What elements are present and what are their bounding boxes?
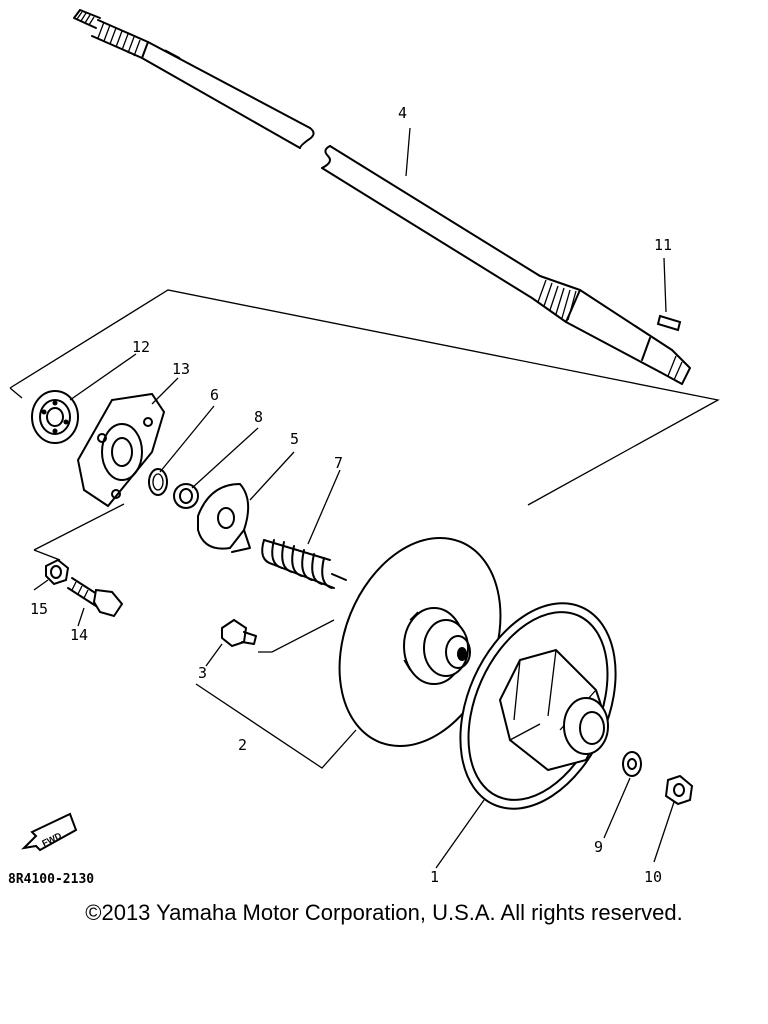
group-bracket-part-2	[195, 619, 357, 769]
callout-part-1: 1	[430, 868, 440, 886]
callout-part-10: 10	[644, 868, 663, 886]
exploded-parts-diagram: FWD	[9, 9, 720, 869]
bearing-part-12	[31, 390, 79, 444]
key-part-11	[656, 314, 682, 332]
callout-part-9: 9	[594, 838, 604, 856]
plate-part-13	[76, 392, 166, 508]
callout-part-5: 5	[290, 430, 300, 448]
callout-part-14: 14	[70, 626, 89, 644]
callout-part-4: 4	[398, 104, 408, 122]
callout-part-6: 6	[210, 386, 220, 404]
bushing-part-8	[173, 483, 199, 509]
callout-part-7: 7	[334, 454, 344, 472]
sheave-part-1	[459, 602, 617, 810]
catalog-code: 8R4100-2130	[8, 872, 95, 887]
callout-part-2: 2	[238, 736, 248, 754]
leader-lines	[33, 127, 675, 869]
copyright-notice: ©2013 Yamaha Motor Corporation, U.S.A. A…	[85, 900, 683, 925]
callout-part-13: 13	[172, 360, 191, 378]
fwd-arrow-icon: FWD	[21, 812, 78, 852]
cam-part-5	[197, 482, 251, 553]
nut-part-10	[664, 774, 694, 806]
ring-part-6	[148, 468, 168, 496]
assembly-bracket-line	[9, 289, 720, 506]
callout-part-8: 8	[254, 408, 264, 426]
nut-part-15	[45, 558, 70, 586]
callout-part-15: 15	[30, 600, 49, 618]
bolt-part-14	[67, 577, 124, 618]
spring-part-7	[261, 539, 347, 589]
bolt-part-3	[221, 618, 257, 648]
callout-part-11: 11	[654, 236, 673, 254]
shaft-part-4	[73, 9, 691, 385]
washer-part-9	[622, 751, 642, 777]
callout-part-3: 3	[198, 664, 208, 682]
callout-part-12: 12	[132, 338, 151, 356]
sheave-part-2	[338, 536, 502, 748]
